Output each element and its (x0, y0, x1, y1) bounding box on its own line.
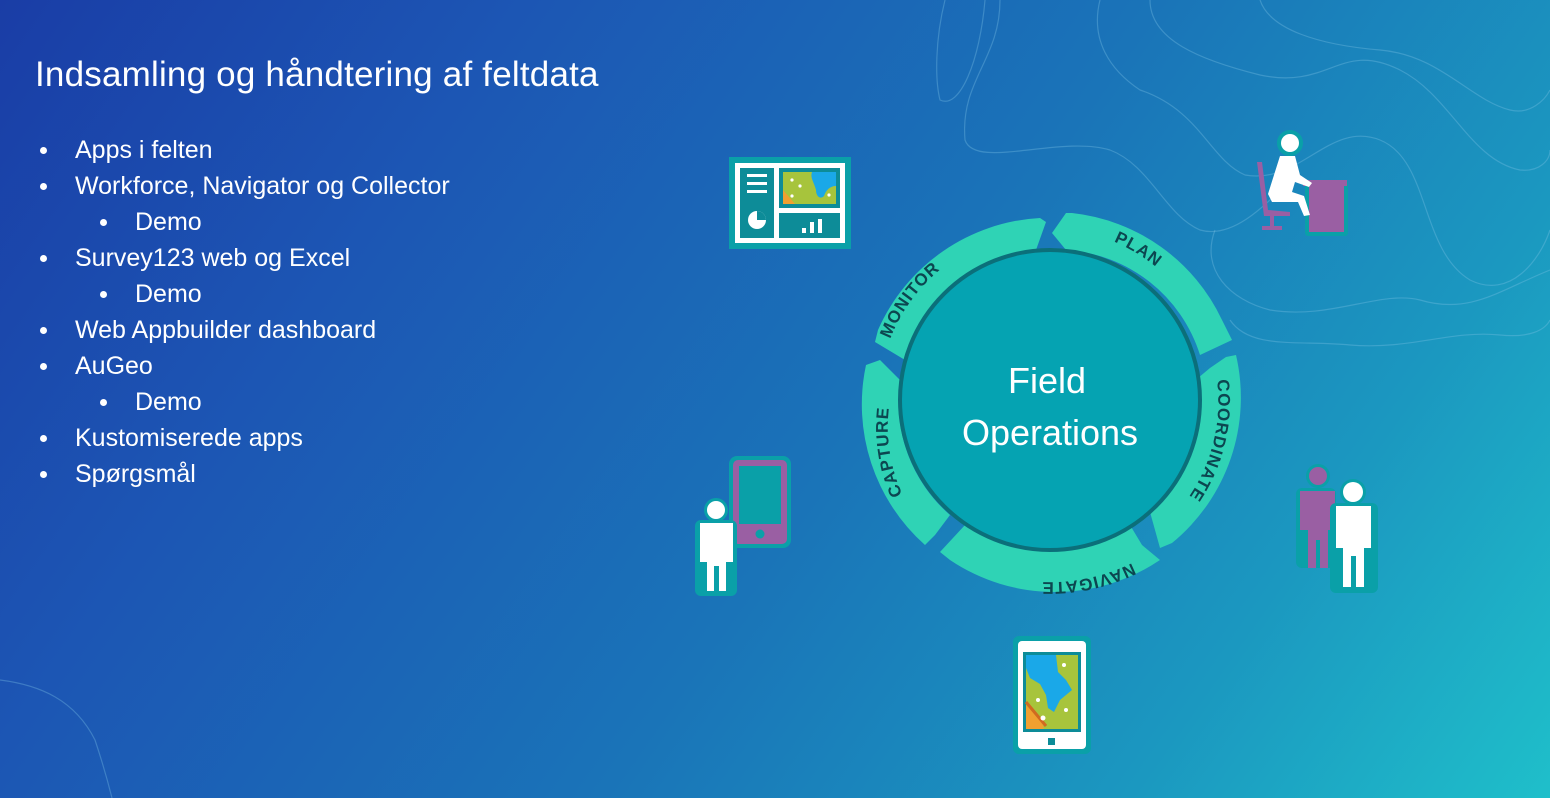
person-with-phone-icon (695, 456, 791, 596)
bullet-icon (40, 363, 47, 370)
agenda-item-text: Spørgsmål (75, 460, 196, 488)
person-at-desk-icon (1257, 130, 1348, 236)
bullet-icon (40, 471, 47, 478)
mobile-map-icon (1013, 636, 1091, 754)
dashboard-icon (729, 157, 851, 249)
agenda-item-text: Survey123 web og Excel (75, 244, 351, 272)
segment-navigate (940, 525, 1160, 593)
segment-monitor (875, 218, 1046, 360)
bullet-icon (40, 435, 47, 442)
agenda-item-text: Demo (135, 388, 202, 416)
bullet-icon (100, 399, 107, 406)
center-title-line1: Field (1008, 360, 1086, 401)
bullet-icon (100, 219, 107, 226)
bullet-icon (40, 255, 47, 262)
two-people-icon (1296, 464, 1378, 593)
agenda-item-text: Demo (135, 208, 202, 236)
agenda-item-text: Web Appbuilder dashboard (75, 316, 377, 344)
center-disc (898, 248, 1202, 552)
bullet-icon (40, 147, 47, 154)
segment-capture (861, 360, 950, 545)
bullet-icon (100, 291, 107, 298)
agenda-item-text: Workforce, Navigator og Collector (75, 172, 450, 200)
segment-plan (1052, 213, 1232, 355)
slide-title: Indsamling og håndtering af feltdata (35, 55, 599, 94)
bullet-icon (40, 327, 47, 334)
agenda-item-text: Apps i felten (75, 136, 213, 164)
bullet-icon (40, 183, 47, 190)
agenda-item-text: AuGeo (75, 352, 153, 380)
segment-coordinate (1150, 355, 1241, 548)
center-title-line2: Operations (962, 412, 1138, 453)
agenda-item-text: Kustomiserede apps (75, 424, 303, 452)
agenda-item-text: Demo (135, 280, 202, 308)
